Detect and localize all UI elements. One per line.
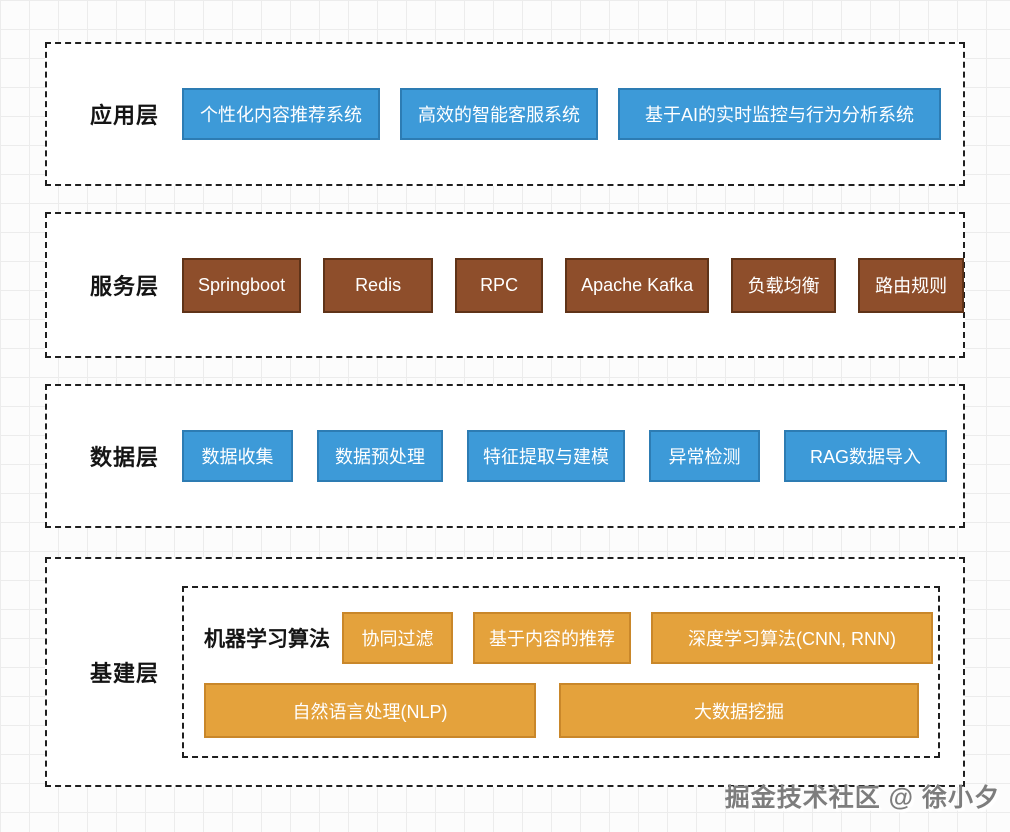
data-box: RAG数据导入 xyxy=(784,430,947,482)
service-box: Apache Kafka xyxy=(565,257,710,313)
machine-learning-boxes: 协同过滤基于内容的推荐深度学习算法(CNN, RNN) xyxy=(342,612,933,664)
infra-box: 大数据挖掘 xyxy=(559,683,919,738)
service-box: Springboot xyxy=(182,257,302,313)
data-box: 异常检测 xyxy=(649,430,760,482)
infra-box: 协同过滤 xyxy=(342,612,453,664)
service-box: 负载均衡 xyxy=(731,257,837,313)
data-box: 特征提取与建模 xyxy=(467,430,625,482)
application-layer-section: 应用层 个性化内容推荐系统高效的智能客服系统基于AI的实时监控与行为分析系统 xyxy=(45,42,965,186)
application-box: 基于AI的实时监控与行为分析系统 xyxy=(618,88,941,140)
application-layer-boxes: 个性化内容推荐系统高效的智能客服系统基于AI的实时监控与行为分析系统 xyxy=(182,88,941,140)
service-layer-section: 服务层 Springboot Redis RPC Apache Kafka 负载均衡路由… xyxy=(45,212,965,358)
machine-learning-group: 机器学习算法 协同过滤基于内容的推荐深度学习算法(CNN, RNN) 自然语言处… xyxy=(182,586,940,758)
service-box: RPC xyxy=(455,257,544,313)
data-box: 数据预处理 xyxy=(317,430,443,482)
infrastructure-layer-section: 基建层 机器学习算法 协同过滤基于内容的推荐深度学习算法(CNN, RNN) 自… xyxy=(45,557,965,787)
service-layer-boxes: Springboot Redis RPC Apache Kafka 负载均衡路由规则 xyxy=(182,257,965,313)
application-layer-label: 应用层 xyxy=(90,103,160,128)
infrastructure-layer-label: 基建层 xyxy=(90,661,160,686)
infra-box: 自然语言处理(NLP) xyxy=(204,683,536,738)
machine-learning-label: 机器学习算法 xyxy=(204,628,330,651)
machine-learning-row-1: 机器学习算法 协同过滤基于内容的推荐深度学习算法(CNN, RNN) xyxy=(204,612,933,664)
service-box: Redis xyxy=(323,257,434,313)
machine-learning-row-2: 自然语言处理(NLP) 大数据挖掘 xyxy=(204,683,920,738)
infra-box: 基于内容的推荐 xyxy=(473,612,631,664)
data-box: 数据收集 xyxy=(182,430,293,482)
data-layer-section: 数据层 数据收集数据预处理特征提取与建模异常检测 RAG数据导入 xyxy=(45,384,965,528)
service-box: 路由规则 xyxy=(858,257,965,313)
watermark-text: 掘金技术社区 @ 徐小夕 xyxy=(724,784,1000,812)
infra-box: 深度学习算法(CNN, RNN) xyxy=(651,612,933,664)
application-box: 个性化内容推荐系统 xyxy=(182,88,380,140)
service-layer-label: 服务层 xyxy=(90,274,160,299)
application-box: 高效的智能客服系统 xyxy=(400,88,598,140)
data-layer-boxes: 数据收集数据预处理特征提取与建模异常检测 RAG数据导入 xyxy=(182,430,947,482)
data-layer-label: 数据层 xyxy=(90,445,160,470)
